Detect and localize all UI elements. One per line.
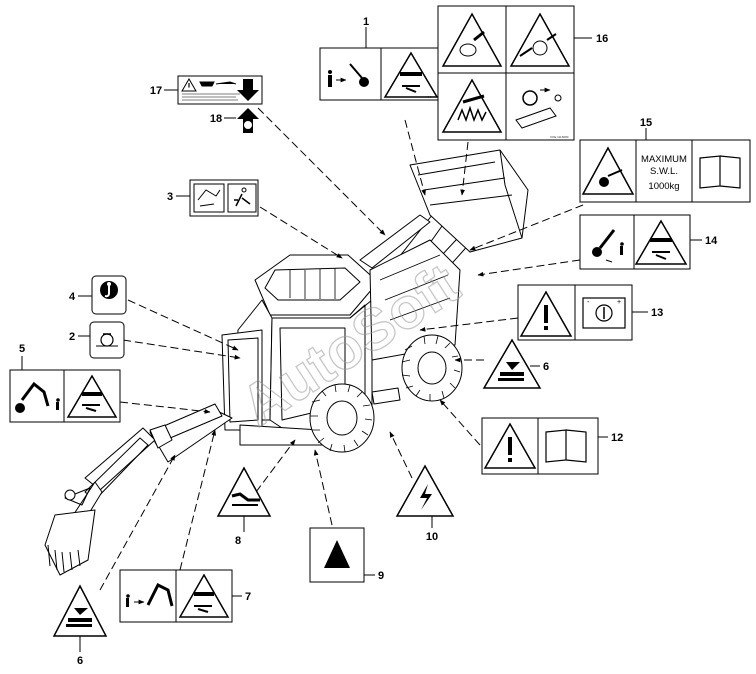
callout-6-right: 6: [543, 361, 549, 373]
electric-hazard-icon: [420, 484, 432, 510]
decal-2: [89, 321, 125, 359]
crush-hazard-icon: [383, 51, 439, 98]
svg-text:-: -: [587, 299, 590, 306]
up-arrow-triangle-icon: [324, 540, 350, 568]
callout-15: 15: [640, 117, 652, 129]
callout-5: 5: [19, 343, 25, 355]
leader-lines: [99, 107, 584, 591]
tie-down-point-icon: [96, 333, 118, 347]
callout-12: 12: [611, 432, 623, 444]
warning-exclamation-icon: [483, 422, 537, 469]
callout-numbers: 1 16 15 14 13 6 12 10 9 8 7 6 5 4 2 3 17…: [19, 16, 718, 667]
lift-point-icon: [237, 108, 259, 133]
swl-line-3: 1000kg: [648, 181, 679, 192]
crush-hazard-icon: [66, 374, 118, 418]
decal-13: - +: [517, 284, 633, 341]
callout-14: 14: [705, 235, 718, 247]
backhoe-swing-icon: [15, 381, 60, 413]
rotating-shaft-hazard-icon: [441, 12, 503, 67]
decal-15: MAXIMUM S.W.L. 1000kg: [579, 139, 751, 203]
callout-1: 1: [363, 16, 369, 28]
loader-arm-crush-icon: [592, 229, 624, 263]
swl-line-1: MAXIMUM: [641, 154, 687, 165]
lift-capacity-warning-icon: [581, 146, 635, 195]
hot-surface-hazard-icon: [441, 78, 503, 133]
callout-10: 10: [426, 531, 438, 543]
decal-9: [309, 527, 365, 583]
svg-text:+: +: [617, 299, 621, 306]
callout-16: 16: [596, 33, 608, 45]
battery-icon: - +: [582, 297, 626, 329]
manual-book-icon: [545, 429, 587, 463]
decal-16: VOE 1116080: [437, 5, 575, 141]
swl-line-2: S.W.L.: [650, 166, 678, 177]
callout-8: 8: [235, 535, 241, 547]
decal-10: [395, 464, 455, 517]
decal-6-right: [482, 338, 542, 389]
decal-4: [91, 275, 127, 315]
crush-hazard-icon: [178, 573, 230, 618]
decal-12: [481, 417, 599, 475]
backhoe-swing-icon: [126, 582, 174, 607]
decal-5: [9, 369, 121, 423]
decal-8: [216, 466, 272, 517]
decal-3: [189, 179, 259, 217]
callout-lines: [21, 27, 702, 652]
decal-1: VOE: [319, 47, 443, 101]
decal-18: [237, 79, 259, 133]
emergency-exit-icon: [234, 187, 251, 207]
decal-6-bottom: [52, 584, 108, 637]
callout-6-bottom: 6: [77, 655, 83, 667]
callout-3: 3: [167, 191, 173, 203]
stop-engine-maintenance-icon: [515, 87, 562, 129]
manual-book-icon: [699, 155, 741, 189]
svg-text:VOE 1116080: VOE 1116080: [550, 135, 569, 139]
callout-9: 9: [378, 570, 384, 582]
engine-hazard-icon: [197, 189, 221, 207]
callout-13: 13: [651, 307, 663, 319]
warning-exclamation-icon: [519, 290, 573, 337]
decal-7: [119, 569, 233, 623]
callout-18: 18: [210, 113, 222, 125]
backhoe-loader-drawing: [44, 149, 529, 576]
loader-movement-icon: [328, 63, 369, 87]
svg-text:VOE: VOE: [425, 95, 431, 99]
decal-14: [579, 214, 691, 270]
callout-2: 2: [69, 331, 75, 343]
crush-hazard-icon: [634, 219, 688, 265]
fan-hazard-icon: [509, 12, 571, 67]
callout-4: 4: [69, 291, 76, 303]
callout-17: 17: [150, 85, 162, 97]
lifting-hook-icon: [100, 281, 118, 299]
callout-7: 7: [245, 591, 251, 603]
down-arrow-icon: [237, 79, 259, 101]
